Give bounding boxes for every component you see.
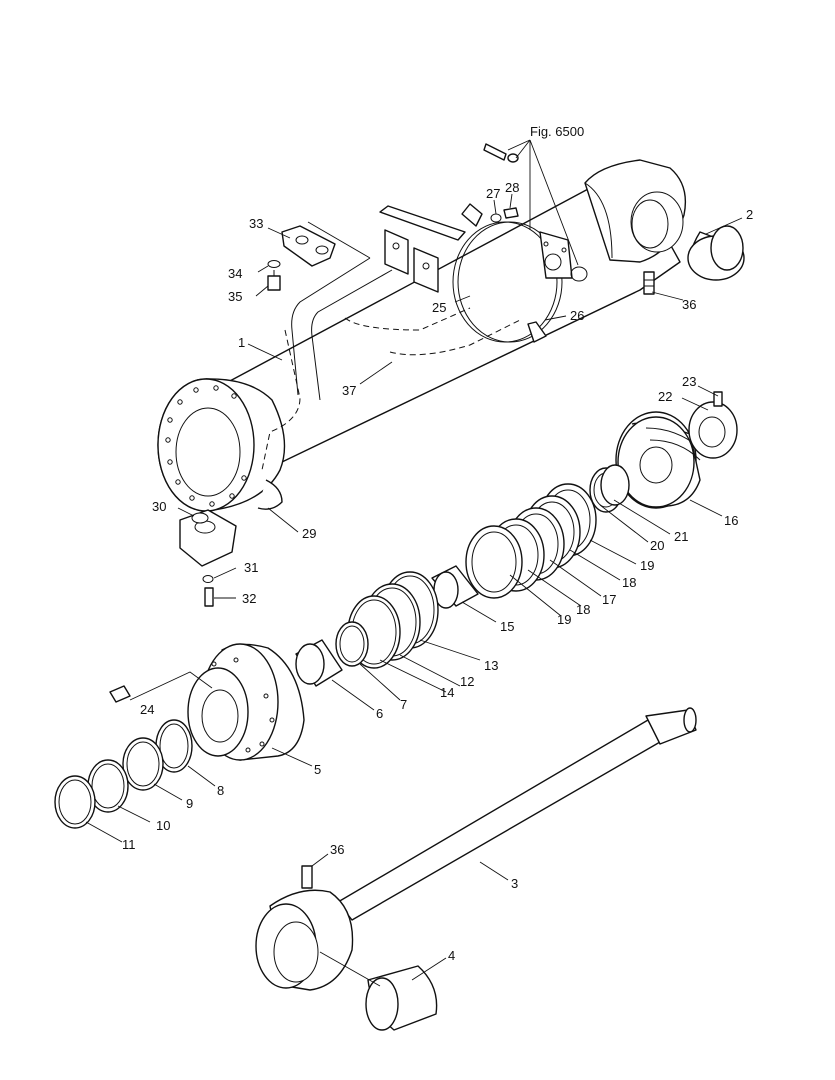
- bushing-4: [365, 965, 438, 1031]
- o-ring-30: [191, 512, 209, 524]
- flange-bolt-holes: [165, 385, 247, 507]
- label-32: 32: [242, 591, 256, 606]
- label-25: 25: [432, 300, 446, 315]
- seal-rings: [465, 464, 630, 599]
- label-17: 17: [602, 592, 616, 607]
- label-35: 35: [228, 289, 242, 304]
- o-ring-port: [570, 266, 588, 282]
- label-30: 30: [152, 499, 166, 514]
- label-7: 7: [400, 697, 407, 712]
- label-21: 21: [674, 529, 688, 544]
- grease-nipple-rod: [301, 865, 313, 889]
- label-14: 14: [440, 685, 454, 700]
- rod-seals: [54, 719, 193, 829]
- rear-port-block: [539, 231, 588, 282]
- label-8: 8: [217, 783, 224, 798]
- label-10: 10: [156, 818, 170, 833]
- label-34: 34: [228, 266, 242, 281]
- label-27: 27: [486, 186, 500, 201]
- label-19a: 19: [640, 558, 654, 573]
- figure-reference: Fig. 6500: [530, 124, 584, 139]
- cylinder-head-5: [187, 643, 305, 761]
- label-13: 13: [484, 658, 498, 673]
- pipe-bracket: [379, 205, 466, 293]
- label-4: 4: [448, 948, 455, 963]
- rings-12-13-14: [347, 571, 439, 669]
- washer-31: [202, 575, 214, 583]
- label-26: 26: [570, 308, 584, 323]
- bolt-24: [109, 685, 131, 703]
- label-5: 5: [314, 762, 321, 777]
- label-37: 37: [342, 383, 356, 398]
- bushing-15: [431, 565, 479, 609]
- piston-16: [615, 411, 701, 509]
- bolt-35: [267, 275, 281, 291]
- top-fasteners: [483, 143, 519, 223]
- clamp-ring: [452, 203, 563, 343]
- label-31: 31: [244, 560, 258, 575]
- label-29: 29: [302, 526, 316, 541]
- labels: Fig. 6500 27 28 2 33 34 35 36 25 26 1 37…: [122, 124, 753, 963]
- leader-lines: [85, 139, 743, 987]
- label-33: 33: [249, 216, 263, 231]
- label-28: 28: [505, 180, 519, 195]
- rings-6-7: [295, 621, 369, 687]
- label-23: 23: [682, 374, 696, 389]
- label-22: 22: [658, 389, 672, 404]
- port-block-lower: [179, 509, 237, 607]
- label-9: 9: [186, 796, 193, 811]
- label-11: 11: [122, 837, 136, 852]
- label-36-top: 36: [682, 297, 696, 312]
- clamp-block-33: [267, 225, 336, 291]
- label-16: 16: [724, 513, 738, 528]
- rear-eye-bore: [630, 191, 684, 253]
- label-20: 20: [650, 538, 664, 553]
- label-18b: 18: [576, 602, 590, 617]
- label-15: 15: [500, 619, 514, 634]
- label-1: 1: [238, 335, 245, 350]
- label-18a: 18: [622, 575, 636, 590]
- label-12: 12: [460, 674, 474, 689]
- label-3: 3: [511, 876, 518, 891]
- grease-nipple-top: [643, 271, 655, 295]
- label-36-rod: 36: [330, 842, 344, 857]
- nut-22: [688, 391, 738, 459]
- label-19b: 19: [557, 612, 571, 627]
- label-2: 2: [746, 207, 753, 222]
- piston-rod-3: [255, 707, 697, 991]
- washer-34: [267, 260, 281, 268]
- label-24: 24: [140, 702, 154, 717]
- bolt-32: [204, 587, 214, 607]
- bushing-2: [687, 225, 745, 281]
- label-6: 6: [376, 706, 383, 721]
